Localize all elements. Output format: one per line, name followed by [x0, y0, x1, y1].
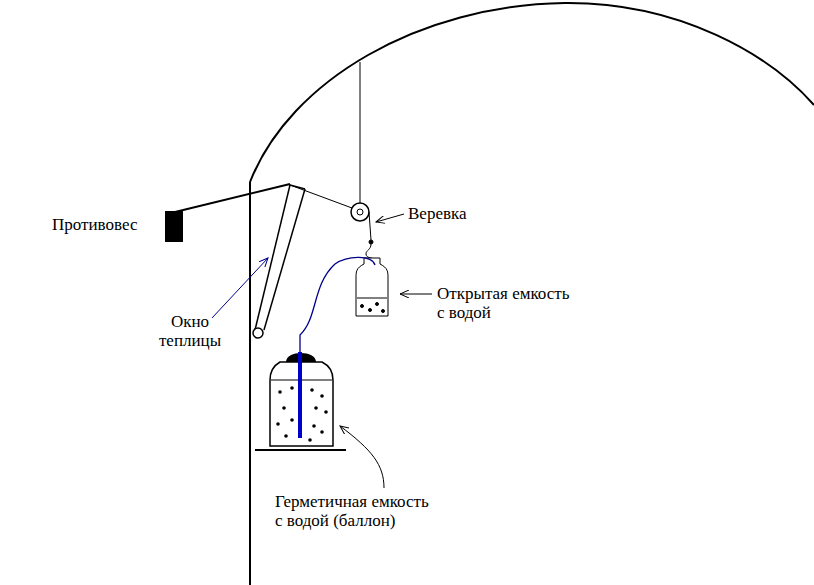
rope-pulley — [290, 62, 373, 258]
counterweight — [165, 184, 290, 242]
water-dot — [320, 430, 324, 434]
counterweight-label: Противовес — [52, 215, 162, 234]
open-container-label: Открытая емкость с водой — [437, 284, 577, 322]
open-container — [356, 258, 388, 316]
leader-lines — [212, 214, 432, 488]
sealed-container-label: Герметичная емкость с водой (баллон) — [275, 492, 435, 530]
water-dot — [312, 424, 316, 428]
water-dot — [290, 418, 294, 422]
water-dot — [308, 438, 312, 442]
water-dot — [276, 422, 280, 426]
water-dot — [290, 386, 294, 390]
water-dot — [324, 410, 328, 414]
rope-label: Веревка — [408, 204, 498, 223]
water-dot — [310, 388, 314, 392]
window-sash — [253, 185, 305, 338]
water-dot — [284, 434, 288, 438]
greenhouse-frame — [250, 3, 814, 585]
water-dot — [320, 394, 324, 398]
sealed-jar — [255, 352, 346, 450]
window-label: Окно теплицы — [150, 312, 230, 350]
water-dot — [314, 406, 318, 410]
water-dot — [282, 406, 286, 410]
water-dot — [278, 390, 282, 394]
